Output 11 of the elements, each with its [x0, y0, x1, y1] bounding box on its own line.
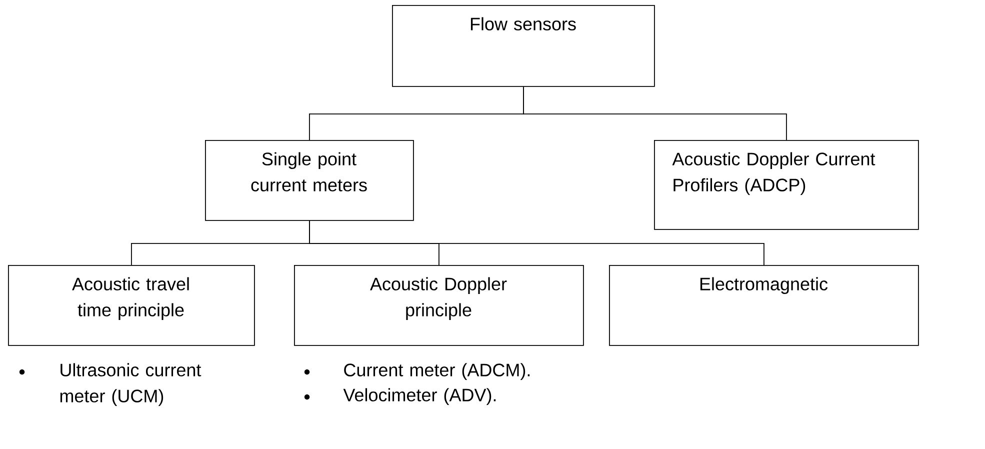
process-box: Acoustic Doppler principle [294, 265, 584, 346]
list-item: Current meter (ADCM). [304, 363, 530, 380]
process-box: Single point current meters [205, 140, 414, 221]
process-box: Electromagnetic [609, 265, 919, 346]
process-box: Acoustic travel time principle [8, 265, 255, 346]
connector [523, 86, 787, 140]
process-box: Flow sensors [392, 5, 655, 87]
list-item: Velocimeter (ADV). [304, 388, 496, 405]
connector [309, 220, 764, 266]
process-box: Acoustic Doppler Current Profilers (ADCP) [654, 140, 919, 230]
list-item: Ultrasonic current meter (UCM) [19, 363, 202, 406]
